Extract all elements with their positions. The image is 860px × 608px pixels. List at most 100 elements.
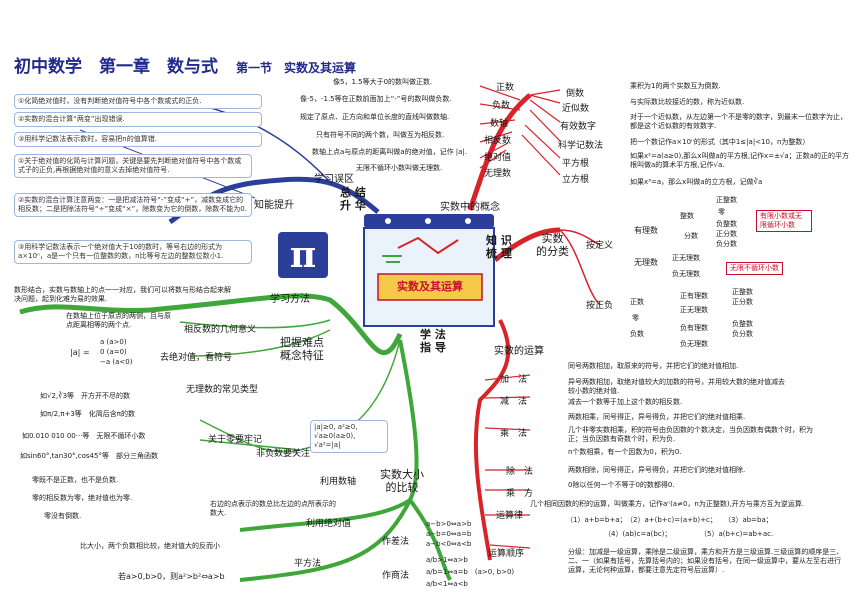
class-neg-int: 负整数 [716, 220, 737, 228]
class-finite-note: 有限小数或无限循环小数 [756, 210, 812, 232]
board-illustration [363, 214, 495, 327]
op-law: （4）(ab)c=a(bc)； [604, 530, 672, 538]
branch-concept: 实数中的概念 [440, 202, 500, 213]
class-negative: 负数 [630, 330, 644, 338]
branch-difficulty: 把握难点 概念特征 [280, 336, 324, 362]
op-desc: 0除以任何一个不等于0的数都得0. [568, 481, 675, 489]
branch-method: 学 法 指 导 [420, 328, 446, 354]
difficulty-label: 去绝对值，看符号 [160, 353, 233, 363]
class-positive: 正数 [630, 298, 644, 306]
class-sub: 正分数 [732, 298, 753, 306]
chapter-title: 初中数学 第一章 数与式 [14, 57, 218, 77]
comparison-label: 利用绝对值 [306, 519, 352, 529]
concept-desc: 像-5，-1.5等在正数前面加上“-”号的数叫做负数. [300, 95, 452, 103]
class-pos-irr: 正无理数 [672, 254, 700, 262]
op-law: （5）a(b+c)=ab+ac. [700, 530, 774, 538]
formula-line: √a≥0(a≥0), √a²=|a| [314, 432, 356, 449]
difficulty-label: 无理数的常见类型 [186, 385, 259, 395]
class-pos-rational: 正有理数 [680, 292, 708, 300]
concept-label: 负数 [492, 101, 511, 111]
abs-case: a (a>0) [100, 338, 127, 346]
difficulty-label: 关于零要牢记 [208, 435, 263, 445]
branch-study-method: 学习方法 [270, 294, 310, 305]
concept-label: 相反数 [484, 136, 512, 146]
comparison-desc: 右边的点表示的数总比左边的点所表示的数大. [210, 500, 336, 517]
irrational-type: 如√2,∛3等 开方开不尽的数 [40, 392, 131, 400]
difficulty-desc: 在数轴上位于原点的两侧，且与原点距离相等的两个点. [66, 312, 171, 329]
abs-case: −a (a<0) [100, 358, 133, 366]
zero-note: 零既不是正数，也不是负数. [32, 476, 119, 484]
difficulty-label: 相反数的几何意义 [184, 325, 257, 335]
op-desc: 两数相除，同号得正，异号得负，并把它们的绝对值相除. [568, 466, 746, 474]
section-title: 第一节 实数及其运算 [236, 61, 357, 75]
class-fraction: 分数 [684, 232, 698, 240]
class-sub: 负整数 [732, 320, 753, 328]
mistake-note: ②实数的混合计算“两变”出现错误. [14, 112, 262, 127]
concept-right-desc: 把一个数记作a×10ⁿ的形式（其中1≤|a|<10，n为整数） [630, 138, 810, 146]
nonneg-formula: |a|≥0, a²≥0, √a≥0(a≥0), √a²=|a| [310, 420, 388, 453]
study-method-text: 数形结合，实数与数轴上的点一一对应，我们可以将数与形结合起来解决问题，起到化难为… [14, 286, 231, 303]
op-label: 除 法 [506, 467, 534, 477]
concept-label: 数轴 [490, 119, 509, 129]
op-label: 乘 法 [500, 429, 528, 439]
skill-note: ①关于绝对值的化简与计算问题，关键是要先判断绝对值符号中各个数或式子的正负,再根… [14, 154, 252, 178]
concept-label: 正数 [496, 83, 515, 93]
branch-mistakes: 学习误区 [314, 174, 354, 185]
concept-desc: 规定了原点、正方向和单位长度的直线叫做数轴. [300, 113, 450, 121]
op-desc: 异号两数相加，取绝对值较大的加数的符号，并用较大数的绝对值减去较小数的绝对值. [568, 378, 785, 395]
skill-note: ②实数的混合计算注意两变：一是把减法符号“-”变成“+”，减数变成它的相反数；二… [14, 193, 252, 217]
concept-right-desc: 如果x²=a(a≥0),那么x叫做a的平方根,记作x=±√a；正数a的正的平方根… [630, 152, 849, 169]
concept-right-label: 近似数 [562, 104, 590, 114]
concept-right-label: 科学记数法 [558, 141, 604, 151]
op-desc: 几个相同因数的积的运算，叫做乘方，记作aⁿ(a≠0，n为正整数),开方与乘方互为… [530, 500, 805, 508]
concept-desc: 像5，1.5等大于0的数叫做正数. [333, 78, 433, 86]
op-label: 加 法 [500, 375, 528, 385]
op-desc: 同号两数相加，取原来的符号，并把它们的绝对值相加. [568, 362, 739, 370]
class-sub: 负分数 [732, 330, 753, 338]
class-integer: 整数 [680, 212, 694, 220]
class-neg-irr: 负无理数 [672, 270, 700, 278]
class-zero: 零 [718, 208, 725, 216]
irrational-type: 如sin60°,tan30°,cos45°等 部分三角函数 [20, 452, 158, 460]
branch-knowledge: 知 识 梳 理 [486, 234, 512, 260]
comparison-label: 利用数轴 [320, 477, 357, 487]
comparison-label: 平方法 [294, 559, 322, 569]
formula-line: |a|≥0, a²≥0, [314, 423, 358, 431]
class-neg-rational: 负有理数 [680, 324, 708, 332]
zero-note: 零没有倒数. [44, 512, 82, 520]
comparison-formula: a−b<0⇔a<b [426, 540, 472, 548]
concept-label: 绝对值 [484, 153, 512, 163]
class-rational: 有理数 [634, 226, 658, 235]
op-desc: 分级：加减是一级运算，乘除是二级运算，乘方和开方是三级运算.三级运算的顺序是三、… [568, 548, 844, 574]
op-label: 运算顺序 [488, 549, 525, 559]
branch-comparison: 实数大小 的比较 [380, 468, 424, 494]
irrational-type: 如0.010 010 00···等 无限不循环小数 [22, 432, 146, 440]
center-board: 实数及其运算 [358, 208, 500, 334]
comparison-label: 作差法 [382, 537, 410, 547]
class-neg-frac: 负分数 [716, 240, 737, 248]
branch-classification: 实数 的分类 [536, 232, 569, 258]
abs-case: 0 (a=0) [100, 348, 127, 356]
concept-right-label: 倒数 [566, 89, 585, 99]
abs-prefix: |a| = [70, 348, 90, 357]
op-label: 运算律 [496, 511, 524, 521]
center-banner: 实数及其运算 [397, 280, 463, 293]
comparison-formula: a−b>0⇔a>b [426, 520, 472, 528]
zero-note: 零的相反数为零，绝对值也为零. [32, 494, 133, 502]
op-desc: 几个非零实数相乘，积的符号由负因数的个数决定，当负因数有偶数个时，积为正；当负因… [568, 426, 813, 443]
concept-desc: 无限不循环小数叫做无理数. [356, 164, 443, 172]
concept-right-label: 有效数字 [560, 122, 597, 132]
concept-right-desc: 与实际数比较接近的数，称为近似数. [630, 98, 745, 106]
comparison-desc: 若a>0,b>0，则a²>b²⇔a>b [118, 572, 225, 581]
comparison-formula: a/b=1⇔a=b (a>0, b>0) [426, 568, 515, 576]
pi-icon: π [278, 232, 328, 278]
class-pos-frac: 正分数 [716, 230, 737, 238]
class-irrational: 无理数 [634, 258, 658, 267]
comparison-desc: 比大小，两个负数相比较，绝对值大的反而小 [80, 542, 220, 550]
op-desc: n个数相乘，有一个因数为0，积为0. [568, 448, 682, 456]
concept-right-label: 平方根 [562, 159, 590, 169]
class-zero2: 零 [632, 314, 639, 322]
op-law: （3）ab=ba； [724, 516, 773, 524]
op-label: 乘 方 [506, 489, 534, 499]
